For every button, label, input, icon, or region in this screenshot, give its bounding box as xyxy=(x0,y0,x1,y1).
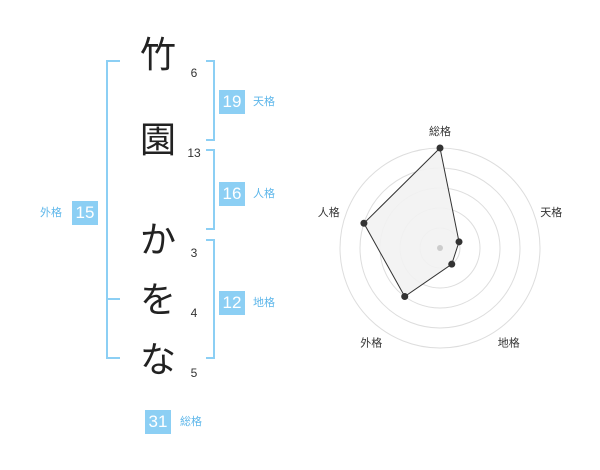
chikaku-bracket xyxy=(206,239,215,359)
tenkaku-bracket xyxy=(206,60,215,141)
radar-axis-label: 人格 xyxy=(318,205,340,219)
radar-point-2 xyxy=(455,238,463,246)
soukaku-label: 総格 xyxy=(180,415,202,428)
tenkaku-label: 天格 xyxy=(253,95,275,108)
name-char-2: 園 xyxy=(139,120,176,161)
chikaku-value: 12 xyxy=(219,291,245,315)
name-char-3: か xyxy=(139,220,176,261)
radar-point-5 xyxy=(360,219,368,227)
name-char-5: な xyxy=(139,340,176,381)
chikaku-label: 地格 xyxy=(253,296,275,309)
soukaku-value: 31 xyxy=(145,410,171,434)
stroke-count-5: 5 xyxy=(190,366,198,380)
name-char-1: 竹 xyxy=(139,35,176,76)
radar-point-1 xyxy=(436,144,444,152)
radar-axis-label: 天格 xyxy=(540,205,562,219)
gaikaku-value: 15 xyxy=(72,201,98,225)
jinkaku-value: 16 xyxy=(219,182,245,206)
stroke-count-2: 13 xyxy=(187,146,201,160)
gaikaku-label: 外格 xyxy=(40,206,62,219)
jinkaku-bracket xyxy=(206,149,215,230)
stroke-count-3: 3 xyxy=(190,246,198,260)
tenkaku-value: 19 xyxy=(219,90,245,114)
radar-point-3 xyxy=(448,260,456,268)
radar-axis-label: 外格 xyxy=(360,336,382,350)
stroke-count-4: 4 xyxy=(190,306,198,320)
stroke-count-1: 6 xyxy=(190,66,198,80)
radar-axis-label: 総格 xyxy=(429,124,451,138)
radar-center-dot xyxy=(437,245,443,251)
name-char-4: を xyxy=(139,280,176,321)
gaikaku-bracket xyxy=(106,60,120,359)
radar-point-4 xyxy=(401,293,409,301)
jinkaku-label: 人格 xyxy=(253,187,275,200)
radar-axis-label: 地格 xyxy=(498,336,520,350)
radar-area xyxy=(363,146,460,298)
